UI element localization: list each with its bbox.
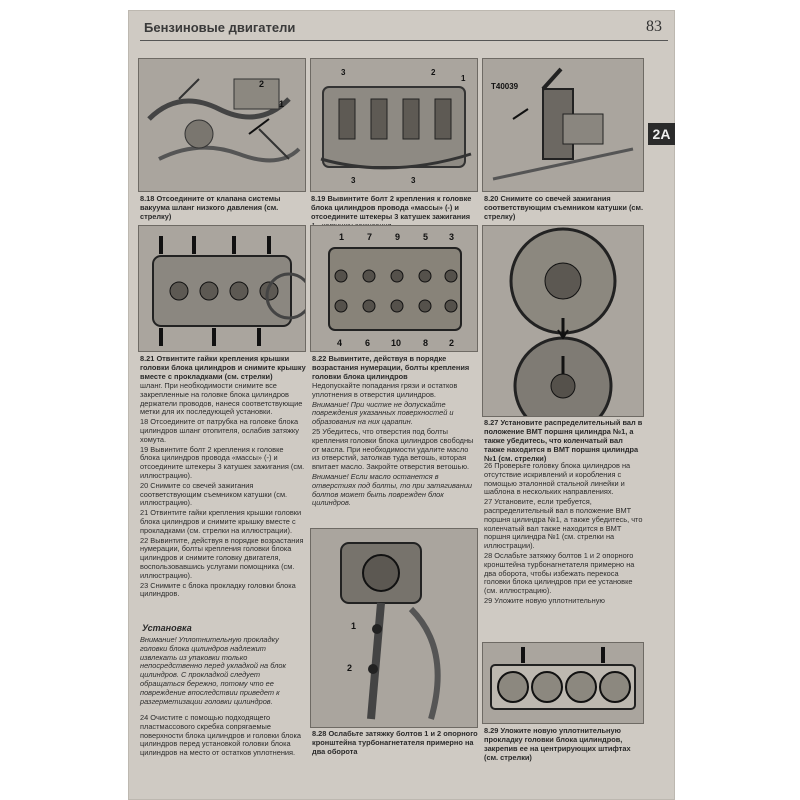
figure-8-28: 1 2 [310,528,478,728]
paragraph: 26 Проверьте головку блока цилиндров на … [484,461,631,497]
caption-8-29: 8.29 Уложите новую уплотнительную прокла… [484,726,631,762]
bolt-num-top-4: 5 [423,232,428,242]
label-2: 2 [347,663,352,673]
warning-text: Внимание! Если масло останется в отверст… [312,471,473,508]
caption-8-27: 8.27 Установите распределительный вал в … [484,418,643,463]
engine-hose-illustration: 2 1 [139,59,305,191]
paragraph: 18 Отсоедините от патрубка на головке бл… [140,417,299,444]
label-3a: 3 [341,68,346,77]
bolt-num-top-1: 1 [339,232,344,242]
left-column-text: шланг. При необходимости снимите все зак… [140,381,305,600]
paragraph: шланг. При необходимости снимите все зак… [140,381,303,417]
warning-text: Внимание! При чистке не допускайте повре… [312,399,454,427]
figure-8-21 [138,225,306,352]
paragraph: 24 Очистите с помощью подходящего пластм… [140,713,302,758]
label-2: 2 [431,68,436,77]
head-cover-nuts-illustration [139,226,305,351]
paragraph: 27 Установите, если требуется, распредел… [484,497,643,551]
label-3c: 3 [411,176,416,185]
head-gasket-illustration [483,643,643,723]
label-1: 1 [279,99,284,109]
middle-column-text: Недопускайте попадания грязи и остатков … [312,381,477,509]
bolt-num-top-5: 3 [449,232,454,242]
label-2: 2 [259,79,264,89]
ignition-coils-illustration: 3 2 1 3 3 [311,59,477,191]
paragraph: 21 Отвинтите гайки крепления крышки голо… [140,508,302,535]
caption-8-21: 8.21 Отвинтите гайки крепления крышки го… [140,354,306,381]
page-number: 83 [646,18,662,35]
figure-8-22: 1 7 9 5 3 4 6 10 8 2 [310,225,478,352]
caption-8-20: 8.20 Снимите со свечей зажигания соответ… [484,194,644,221]
figure-8-19: 3 2 1 3 3 [310,58,478,192]
bolt-num-top-3: 9 [395,232,400,242]
caption-8-28: 8.28 Ослабьте затяжку болтов 1 и 2 опорн… [312,729,478,756]
turbo-bracket-illustration: 1 2 [311,529,477,727]
running-title: Бензиновые двигатели [144,20,296,35]
section-tab: 2A [648,123,675,145]
figure-8-27 [482,225,644,417]
figure-8-18: 2 1 [138,58,306,192]
section-heading: Установка [142,623,192,633]
head-bolts-sequence-illustration: 1 7 9 5 3 4 6 10 8 2 [311,226,477,351]
paragraph: 28 Ослабьте затяжку болтов 1 и 2 опорног… [484,550,635,596]
figure-8-29 [482,642,644,724]
right-column-text: 26 Проверьте головку блока цилиндров на … [484,461,644,607]
bolt-num-bottom-4: 8 [423,338,428,348]
bolt-num-bottom-3: 10 [391,338,401,348]
label-1: 1 [461,74,466,83]
tool-label: T40039 [491,82,519,91]
tdc-marks-illustration [483,226,643,416]
paragraph: Недопускайте попадания грязи и остатков … [312,381,458,399]
label-3b: 3 [351,176,356,185]
paragraph: 23 Снимите с блока прокладку головки бло… [140,580,296,599]
warning-text: Внимание! Уплотнительную прокладку голов… [140,635,286,706]
label-1: 1 [351,621,356,631]
paragraph: 25 Убедитесь, что отверстия под болты кр… [312,426,474,472]
bolt-num-bottom-5: 2 [449,338,454,348]
paragraph: 20 Снимите со свечей зажигания соответст… [140,480,288,508]
bolt-num-bottom-1: 4 [337,338,342,348]
caption-8-18: 8.18 Отсоедините от клапана системы ваку… [140,194,281,221]
caption-8-22: 8.22 Вывинтите, действуя в порядке возра… [312,354,470,381]
bolt-num-top-2: 7 [367,232,372,242]
coil-puller-illustration: T40039 [483,59,643,191]
book-page: Бензиновые двигатели 83 2A 2 1 8.18 Отсо… [128,10,675,800]
page-header: Бензиновые двигатели 83 [140,16,668,41]
bolt-num-bottom-2: 6 [365,338,370,348]
paragraph: 19 Вывинтите болт 2 крепления к головке … [140,444,305,480]
paragraph: 29 Уложите новую уплотнительную [484,595,605,605]
figure-8-20: T40039 [482,58,644,192]
paragraph: 22 Вывинтите, действуя в порядке возраст… [140,535,304,580]
